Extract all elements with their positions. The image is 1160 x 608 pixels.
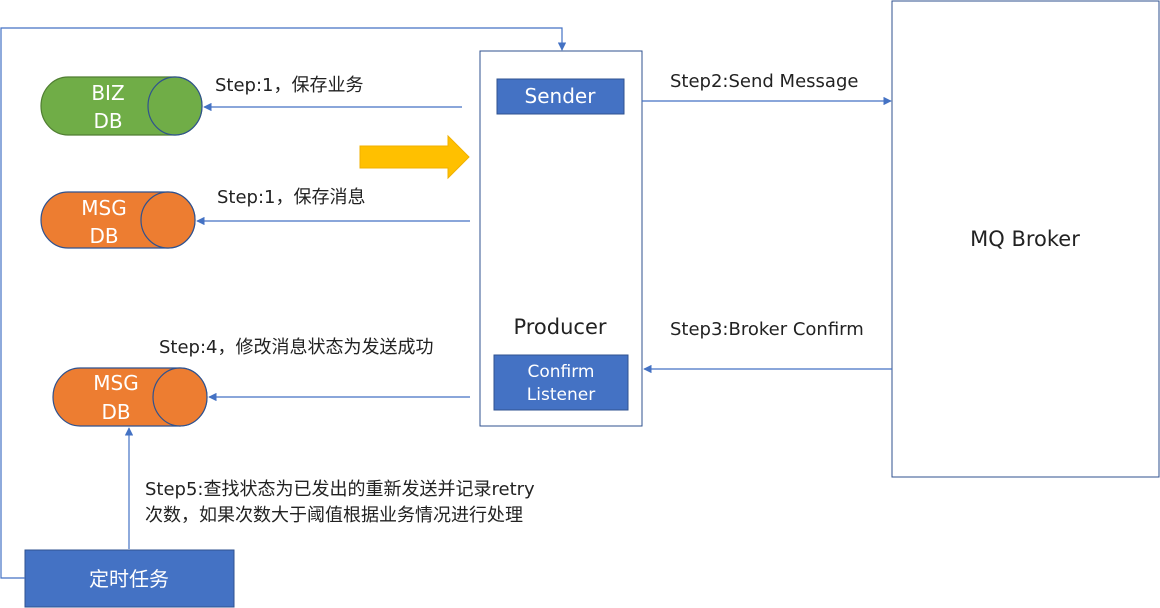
label-step1-msg: Step:1，保存消息 [217, 187, 366, 208]
edge-retry-loop [0, 27, 567, 579]
big-arrow-icon [359, 134, 470, 180]
label-step3: Step3:Broker Confirm [670, 319, 864, 340]
label-step5-line2: 次数，如果次数大于阈值根据业务情况进行处理 [145, 505, 523, 526]
msg-db-cylinder-2 [52, 367, 208, 427]
confirm-listener-label-line1: Confirm [527, 362, 594, 382]
confirm-listener-box [493, 354, 629, 411]
scheduled-task-label: 定时任务 [89, 567, 169, 591]
sender-box [496, 78, 625, 115]
label-step1-biz: Step:1，保存业务 [215, 75, 364, 96]
msg-db-2-label-line2: DB [101, 400, 130, 424]
scheduled-task-box [24, 549, 235, 608]
msg-db-1-label-line2: DB [89, 224, 118, 248]
label-step5-line1: Step5:查找状态为已发出的重新发送并记录retry [145, 479, 535, 500]
biz-db-cylinder [40, 76, 203, 136]
sender-label: Sender [525, 84, 597, 108]
biz-db-label-line2: DB [93, 109, 122, 133]
mq-broker-label: MQ Broker [970, 227, 1080, 251]
msg-db-cylinder-1 [40, 191, 196, 249]
mq-broker-box [891, 0, 1160, 478]
producer-label: Producer [513, 315, 606, 339]
biz-db-label-line1: BIZ [91, 81, 124, 105]
msg-db-1-label-line1: MSG [81, 196, 126, 220]
msg-db-2-label-line1: MSG [93, 371, 138, 395]
label-step2: Step2:Send Message [670, 71, 858, 92]
confirm-listener-label-line2: Listener [527, 385, 595, 405]
label-step4: Step:4，修改消息状态为发送成功 [159, 337, 434, 358]
